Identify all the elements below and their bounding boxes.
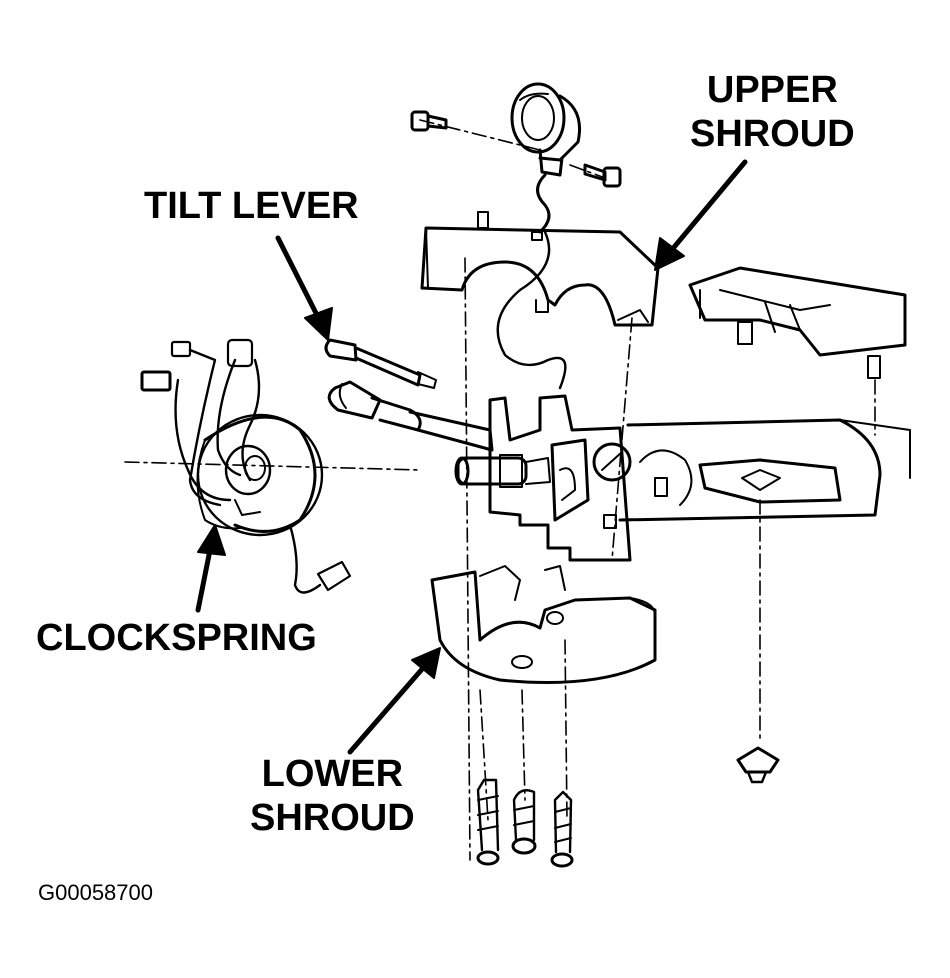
turn-signal-switch-upper	[510, 82, 581, 234]
upper-shroud-part	[420, 211, 660, 327]
arrow-tilt-lever	[275, 235, 333, 341]
label-upper-shroud-line2: SHROUD	[690, 113, 855, 155]
screw-bottom-3	[550, 790, 574, 868]
screw-top-right	[583, 163, 622, 188]
label-lower-shroud-line2: SHROUD	[250, 797, 415, 839]
label-tilt-lever: TILT LEVER	[144, 185, 359, 227]
callout-arrows	[195, 159, 748, 755]
multifunction-stalk	[327, 380, 494, 452]
lower-shroud-part	[430, 565, 657, 684]
steering-column-body	[488, 394, 911, 562]
push-pin-fastener	[736, 746, 780, 784]
screw-bottom-1	[476, 778, 500, 866]
tilt-lever-part	[324, 338, 437, 389]
screw-top-left	[410, 110, 448, 132]
switch-wire	[496, 230, 567, 390]
clockspring-part	[140, 338, 352, 594]
column-hub	[454, 454, 551, 488]
arrow-lower-shroud	[347, 647, 441, 755]
label-clockspring: CLOCKSPRING	[36, 617, 317, 659]
label-upper-shroud: UPPER SHROUD	[690, 68, 855, 156]
label-lower-shroud-line1: LOWER	[261, 753, 404, 795]
label-lower-shroud: LOWER SHROUD	[250, 752, 415, 840]
mounting-bracket	[688, 266, 907, 379]
screw-bottom-2	[511, 789, 537, 855]
label-upper-shroud-line1: UPPER	[706, 69, 838, 111]
arrow-clockspring	[195, 524, 226, 613]
figure-id: G00058700	[38, 880, 153, 905]
arrow-upper-shroud	[654, 159, 748, 271]
